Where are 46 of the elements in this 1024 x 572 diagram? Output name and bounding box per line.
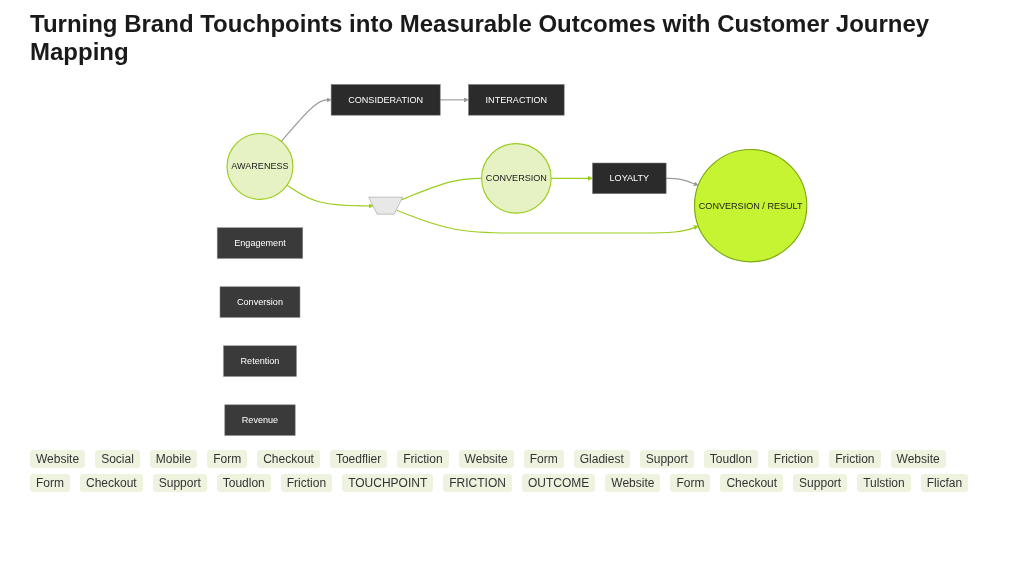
icon-label: Checkout [720, 474, 784, 492]
arrow [665, 177, 699, 187]
arrow [396, 209, 699, 234]
node-box: CONSIDERATION [330, 84, 441, 116]
icon-label: Support [639, 450, 694, 468]
icon-label: Form [523, 450, 564, 468]
icon-label: Website [890, 450, 946, 468]
icon-label: Flicfan [920, 474, 969, 492]
node-box: INTERACTION [468, 84, 565, 116]
icon-label: TOUCHPOINT [342, 474, 434, 492]
icon-label: Website [605, 474, 661, 492]
node-box: Revenue [224, 404, 296, 436]
icon-label: FRICTION [443, 474, 512, 492]
node-circle: CONVERSION [481, 143, 552, 214]
node-circle: AWARENESS [226, 132, 294, 200]
icon-label: Checkout [80, 474, 143, 492]
icon-label: Support [793, 474, 848, 492]
node-circle: CONVERSION / RESULT [693, 148, 808, 263]
icon-label: Social [95, 450, 140, 468]
arrow [280, 97, 332, 142]
title: Turning Brand Touchpoints into Measurable Outcomes with Customer Journey Mapping [30, 10, 931, 66]
node-box: Engagement [216, 227, 304, 259]
icon-label: Toudlon [216, 474, 271, 492]
icon-label: Friction [767, 450, 820, 468]
icon-label: Form [207, 450, 248, 468]
icon-label: Checkout [257, 450, 320, 468]
icon-label: Friction [829, 450, 881, 468]
icon-label: Support [152, 474, 207, 492]
node-box: Retention [223, 345, 297, 377]
icon-label: Form [670, 474, 711, 492]
node-funnel [368, 196, 403, 215]
arrow [286, 184, 374, 209]
icon-label: Mobile [149, 450, 198, 468]
icon-label: Website [458, 450, 514, 468]
icon-label: Friction [280, 474, 333, 492]
node-box: Conversion [219, 286, 301, 318]
icon-label: Friction [397, 450, 449, 468]
icon-label: Toudlon [703, 450, 758, 468]
icon-label: OUTCOME [521, 474, 596, 492]
icon-label: Tulstion [857, 474, 911, 492]
node-box: LOYALTY [592, 162, 667, 194]
icon-label: Gladiest [573, 450, 630, 468]
icon-label: Toedflier [329, 450, 388, 468]
arrow [439, 97, 469, 103]
icon-label: Website [30, 450, 86, 468]
icon-label: Form [30, 474, 70, 492]
